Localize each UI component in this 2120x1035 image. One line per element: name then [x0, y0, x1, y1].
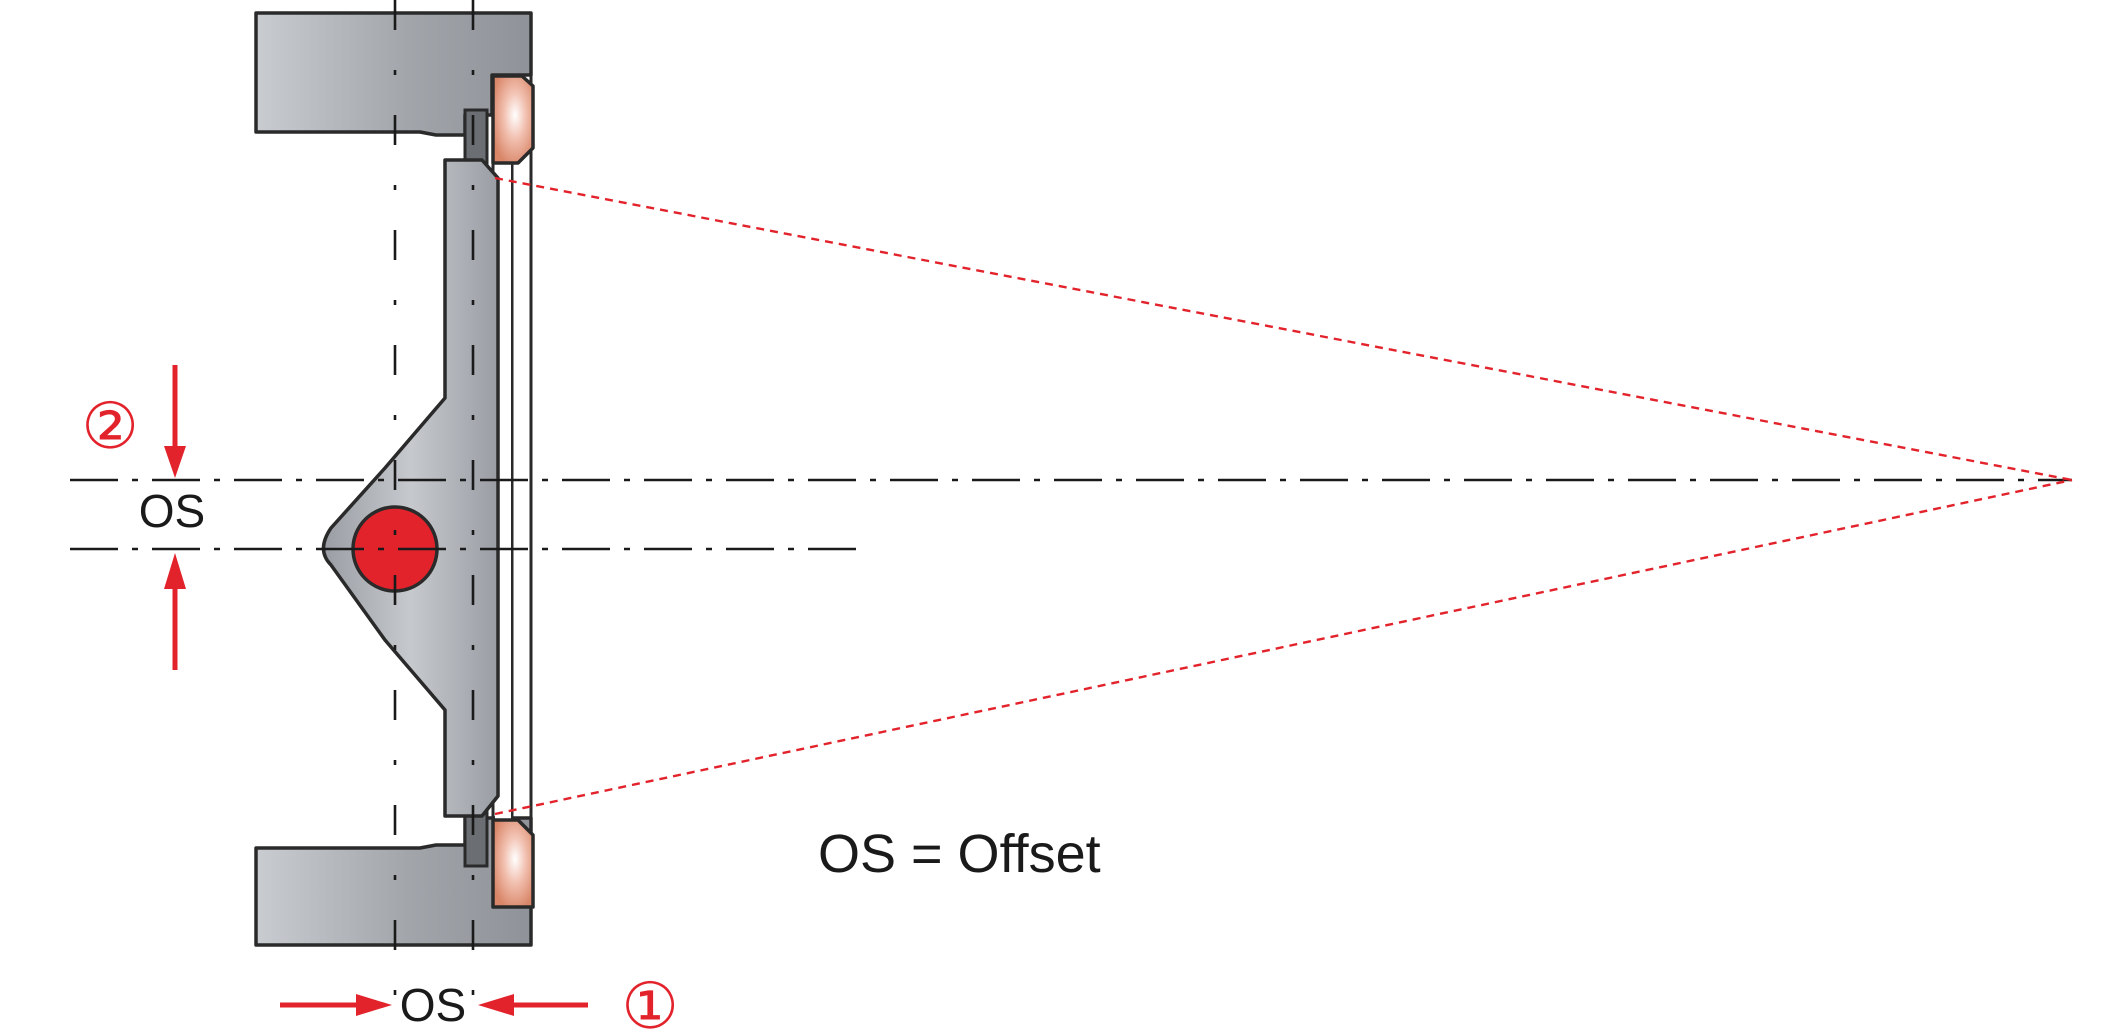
- vertical-offset-dimension: [164, 365, 186, 670]
- offset-legend: OS = Offset: [818, 824, 1101, 884]
- ray-lower: [494, 478, 2073, 816]
- offset-label-vertical: OS: [139, 485, 205, 537]
- caliper-body: [321, 158, 500, 818]
- lower-brake-pad: [491, 818, 535, 909]
- lower-bracket: [254, 816, 533, 947]
- upper-bracket: [254, 11, 533, 137]
- offset-label-horizontal: OS: [400, 979, 466, 1031]
- ray-upper: [494, 176, 2073, 482]
- horizontal-offset-dimension: [280, 994, 588, 1016]
- marker-2: ②: [81, 390, 138, 464]
- marker-1: ①: [621, 970, 678, 1035]
- upper-brake-pad: [491, 74, 535, 165]
